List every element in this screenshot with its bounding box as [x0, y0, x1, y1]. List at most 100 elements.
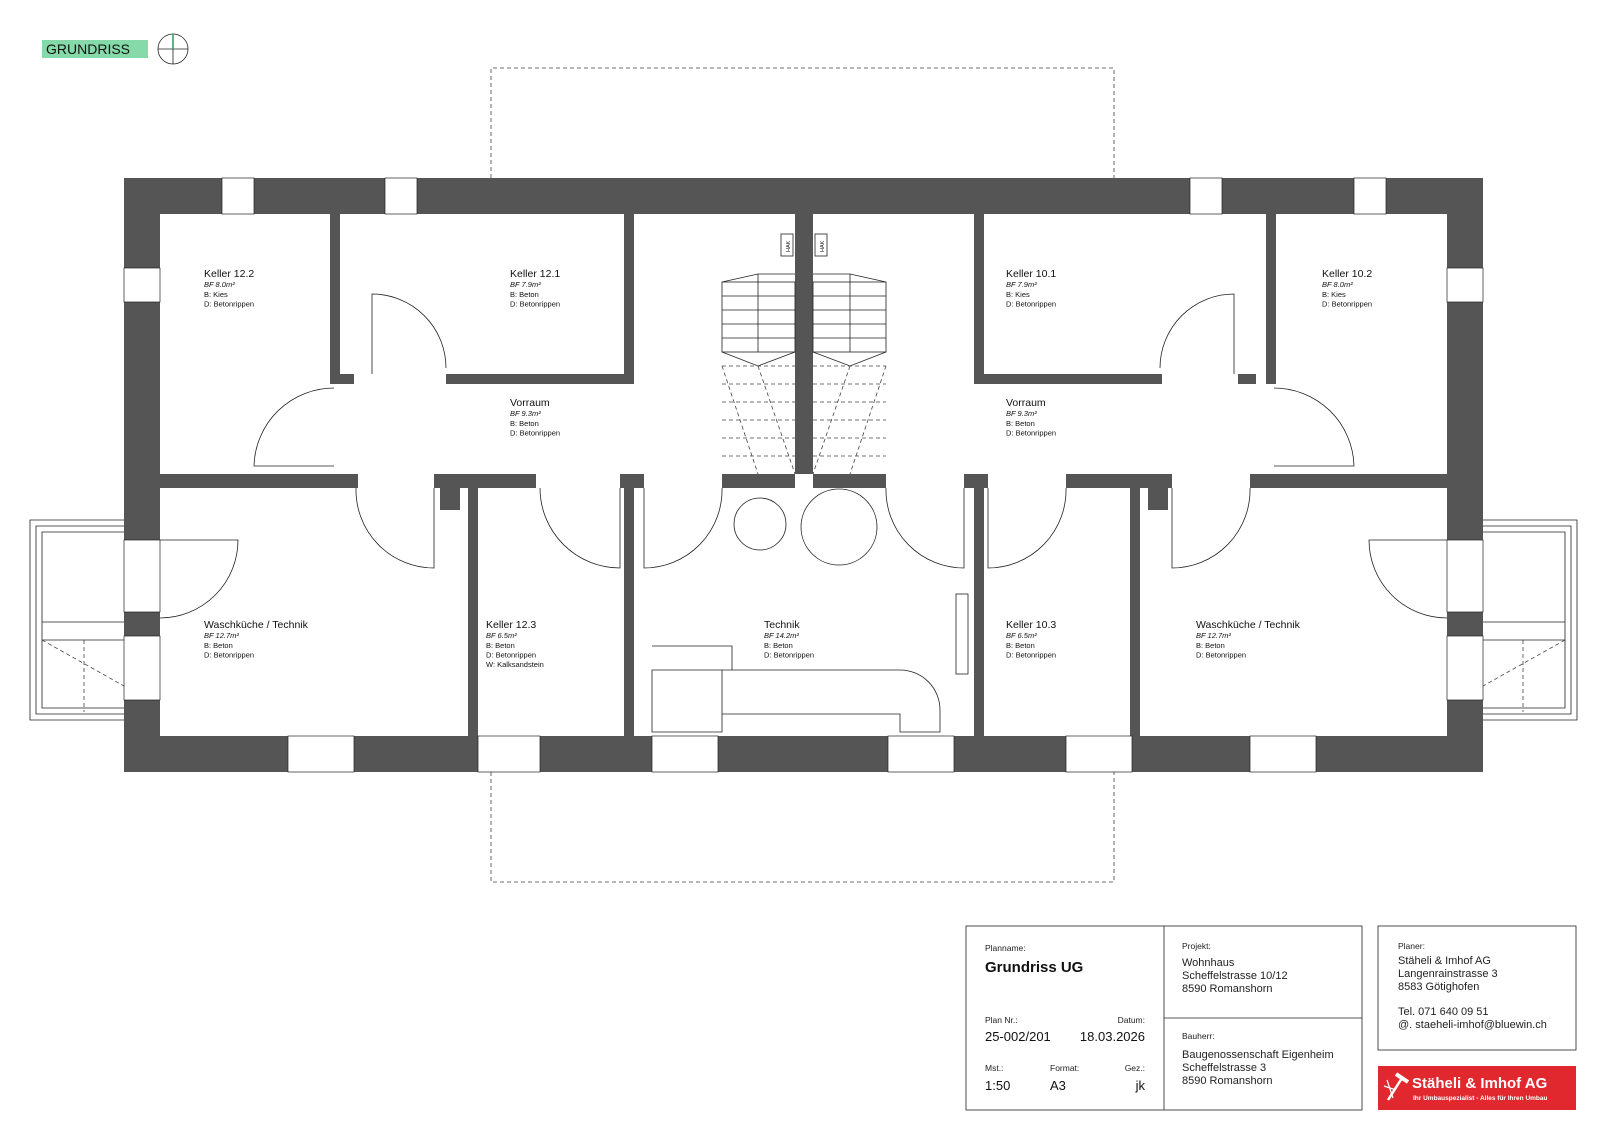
- plan-heading: GRUNDRISS: [42, 33, 189, 65]
- room-area: BF 9.3m²: [1006, 409, 1037, 418]
- room-material: B: Beton: [510, 290, 539, 299]
- bauherr-line-3: 8590 Romanshorn: [1182, 1075, 1273, 1087]
- room-name: Keller 10.1: [1006, 268, 1056, 280]
- room-material: B: Beton: [510, 419, 539, 428]
- room-area: BF 8.0m²: [204, 280, 235, 289]
- room-area: BF 12.7m²: [204, 631, 239, 640]
- title-block: Planname: Grundriss UG Plan Nr.: 25-002/…: [965, 925, 1363, 1111]
- projekt-line-1: Wohnhaus: [1182, 957, 1235, 969]
- room-name: Keller 12.2: [204, 268, 254, 280]
- room-name: Keller 10.2: [1322, 268, 1372, 280]
- room-material: D: Betonrippen: [204, 300, 254, 309]
- bauherr-line-2: Scheffelstrasse 3: [1182, 1062, 1266, 1074]
- bauherr-label: Bauherr:: [1182, 1031, 1215, 1041]
- room-name: Technik: [764, 619, 800, 631]
- format-value: A3: [1050, 1078, 1066, 1093]
- room-material: B: Beton: [1196, 641, 1225, 650]
- planer-label: Planer:: [1398, 941, 1425, 951]
- room-material: D: Betonrippen: [1006, 429, 1056, 438]
- room-area: BF 8.0m²: [1322, 280, 1353, 289]
- outline-dashed: [490, 67, 1115, 883]
- room-name: Vorraum: [1006, 397, 1046, 409]
- hak-label-left: HAK: [786, 240, 792, 252]
- plan-nr-label: Plan Nr.:: [985, 1015, 1018, 1025]
- logo-name: Stäheli & Imhof AG: [1412, 1075, 1547, 1092]
- bauherr-line-1: Baugenossenschaft Eigenheim: [1182, 1049, 1334, 1061]
- room-area: BF 12.7m²: [1196, 631, 1231, 640]
- room-area: BF 6.5m²: [486, 631, 517, 640]
- hak-label-right: HAK: [820, 240, 826, 252]
- planname-label: Planname:: [985, 943, 1026, 953]
- heading-highlight: [42, 40, 148, 58]
- room-area: BF 9.3m²: [510, 409, 541, 418]
- planer-line-1: Stäheli & Imhof AG: [1398, 955, 1491, 967]
- north-arrow-icon: [157, 33, 189, 65]
- mst-value: 1:50: [985, 1078, 1010, 1093]
- planer-tel: Tel. 071 640 09 51: [1398, 1006, 1489, 1018]
- planname-value: Grundriss UG: [985, 959, 1083, 976]
- room-name: Keller 12.1: [510, 268, 560, 280]
- room-name: Keller 10.3: [1006, 619, 1056, 631]
- room-material: B: Beton: [204, 641, 233, 650]
- projekt-line-2: Scheffelstrasse 10/12: [1182, 970, 1288, 982]
- room-area: BF 7.9m²: [510, 280, 541, 289]
- light-wells: [29, 519, 1578, 721]
- windows: [123, 177, 1484, 773]
- planer-block: Planer: Stäheli & Imhof AG Langenrainstr…: [1377, 925, 1577, 1051]
- room-area: BF 6.5m²: [1006, 631, 1037, 640]
- walls: [124, 178, 1483, 772]
- room-material: D: Betonrippen: [510, 300, 560, 309]
- room-material: D: Betonrippen: [1196, 651, 1246, 660]
- room-material: D: Betonrippen: [1322, 300, 1372, 309]
- room-name: Waschküche / Technik: [204, 619, 309, 631]
- room-material: B: Beton: [1006, 419, 1035, 428]
- room-area: BF 7.9m²: [1006, 280, 1037, 289]
- datum-value: 18.03.2026: [1080, 1029, 1145, 1044]
- room-material: D: Betonrippen: [486, 651, 536, 660]
- plan-nr-value: 25-002/201: [985, 1029, 1051, 1044]
- datum-label: Datum:: [1118, 1015, 1145, 1025]
- room-material: B: Beton: [764, 641, 793, 650]
- room-material: D: Betonrippen: [1006, 651, 1056, 660]
- planer-line-2: Langenrainstrasse 3: [1398, 968, 1498, 980]
- mst-label: Mst.:: [985, 1063, 1003, 1073]
- room-material: D: Betonrippen: [204, 651, 254, 660]
- logo-tagline: Ihr Umbauspezialist - Alles für Ihren Um…: [1413, 1095, 1548, 1102]
- hammer-icon: [1383, 1072, 1410, 1101]
- room-material: B: Beton: [1006, 641, 1035, 650]
- room-name: Vorraum: [510, 397, 550, 409]
- room-material: D: Betonrippen: [510, 429, 560, 438]
- technik-fixtures: [651, 488, 969, 733]
- heading-title: GRUNDRISS: [46, 41, 130, 57]
- planer-email: @. staeheli-imhof@bluewin.ch: [1398, 1019, 1547, 1031]
- room-material: W: Kalksandstein: [486, 660, 544, 669]
- room-material: B: Beton: [486, 641, 515, 650]
- gez-label: Gez.:: [1125, 1063, 1145, 1073]
- room-name: Keller 12.3: [486, 619, 536, 631]
- room-name: Waschküche / Technik: [1196, 619, 1301, 631]
- company-logo: Stäheli & Imhof AG Ihr Umbauspezialist -…: [1378, 1066, 1576, 1110]
- room-material: D: Betonrippen: [1006, 300, 1056, 309]
- room-material: B: Kies: [1322, 290, 1346, 299]
- planer-line-3: 8583 Götighofen: [1398, 981, 1479, 993]
- doors: [159, 293, 1448, 619]
- room-material: B: Kies: [204, 290, 228, 299]
- projekt-label: Projekt:: [1182, 941, 1211, 951]
- room-material: D: Betonrippen: [764, 651, 814, 660]
- gez-value: jk: [1135, 1078, 1146, 1093]
- room-material: B: Kies: [1006, 290, 1030, 299]
- format-label: Format:: [1050, 1063, 1079, 1073]
